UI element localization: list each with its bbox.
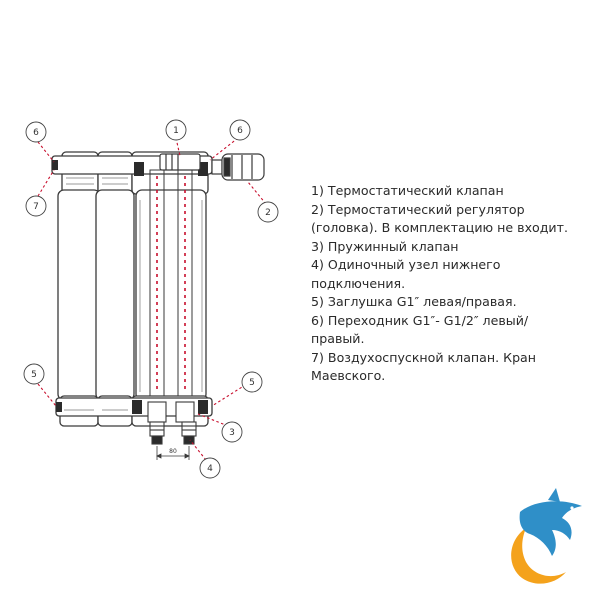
callout-5-right (241, 371, 263, 393)
callout-1 (165, 119, 187, 141)
callout-5-left-label: 5 (31, 370, 37, 380)
callout-2 (257, 201, 279, 223)
callout-3 (221, 421, 243, 443)
legend-line-9: правый. (311, 331, 365, 346)
callout-2-label: 2 (265, 208, 271, 218)
legend-line-10: 7) Воздухоспускной клапан. Кран (311, 349, 537, 365)
radiator-section-middle (95, 151, 135, 427)
callout-4-label: 4 (207, 464, 213, 474)
radiator-section-left (57, 151, 101, 427)
legend: 1) Термостатический клапан 2) Термостати… (311, 182, 593, 386)
callout-numbers: 6 7 1 6 2 5 5 3 4 (31, 126, 271, 474)
callout-5-right-label: 5 (249, 378, 255, 388)
internal-flow-lines (156, 176, 186, 392)
dimension-label: 80 (169, 448, 177, 455)
legend-line-3: (головка). В комплектацию не входит. (311, 220, 568, 235)
bottom-connection-node (147, 401, 197, 445)
legend-line-6: подключения. (311, 275, 406, 291)
legend-line-2: 2) Термостатический регулятор (311, 201, 525, 217)
legend-line-7: 5) Заглушка G1″ левая/правая. (311, 294, 517, 309)
callout-5-left (23, 363, 45, 385)
radiator-body (51, 151, 213, 427)
legend-line-4: 3) Пружинный клапан (311, 238, 459, 254)
callout-1-label: 1 (173, 126, 179, 136)
legend-line-1: 1) Термостатический клапан (311, 183, 504, 198)
legend-line-8: 6) Переходник G1″- G1/2″ левый/ (311, 312, 529, 328)
thermostatic-valve (159, 153, 201, 171)
radiator-section-right (131, 151, 209, 427)
callout-6-right (229, 119, 251, 141)
radiator-fin-lines (64, 177, 203, 411)
callout-6-left (25, 121, 47, 143)
callouts (23, 119, 279, 479)
callout-3-label: 3 (229, 428, 235, 438)
legend-line-11: Маевского. (311, 368, 386, 383)
thermostatic-regulator-head (211, 153, 265, 181)
callout-6-right-label: 6 (237, 126, 243, 136)
callout-6-left-label: 6 (33, 128, 39, 138)
dark-fittings (52, 160, 208, 414)
callout-7-label: 7 (33, 202, 39, 212)
dimension-80 (156, 446, 190, 460)
legend-line-5: 4) Одиночный узел нижнего (311, 257, 501, 272)
callout-7 (25, 195, 47, 217)
dolphin-logo-icon (511, 488, 582, 584)
callout-4 (199, 457, 221, 479)
